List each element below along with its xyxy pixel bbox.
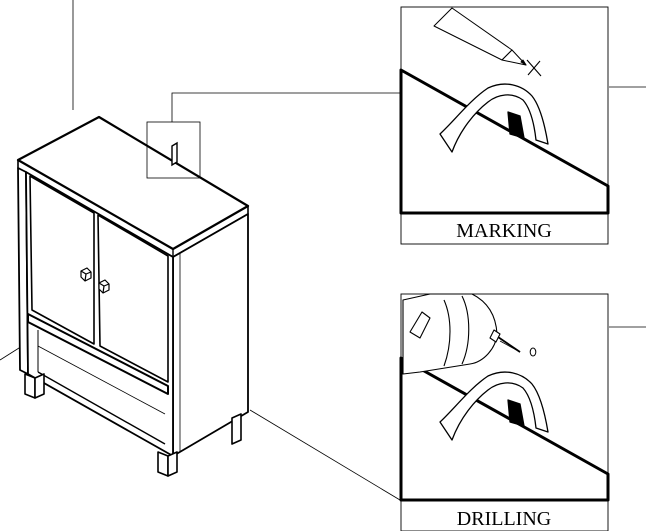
strap-detail-frame — [146, 121, 201, 179]
pencil-icon — [433, 7, 527, 66]
drill-icon — [402, 293, 521, 375]
cabinet-legs — [24, 373, 242, 477]
right-door — [97, 214, 169, 383]
drilling-caption: DRILLING — [457, 508, 551, 530]
anti-tip-strap-icon — [439, 83, 549, 153]
marking-panel: MARKING — [399, 6, 610, 245]
cabinet-illustration — [16, 115, 250, 477]
drill-hole-icon — [529, 347, 537, 357]
callout-leaders — [171, 86, 646, 328]
anti-tip-strap-icon — [439, 371, 549, 441]
shelf-rail — [27, 313, 169, 395]
door-knob-icon — [80, 267, 92, 282]
left-door — [29, 175, 95, 345]
door-knob-icon — [98, 279, 110, 294]
mark-cross-icon — [526, 59, 542, 77]
drilling-panel: DRILLING — [399, 293, 610, 531]
marking-caption: MARKING — [456, 220, 552, 242]
